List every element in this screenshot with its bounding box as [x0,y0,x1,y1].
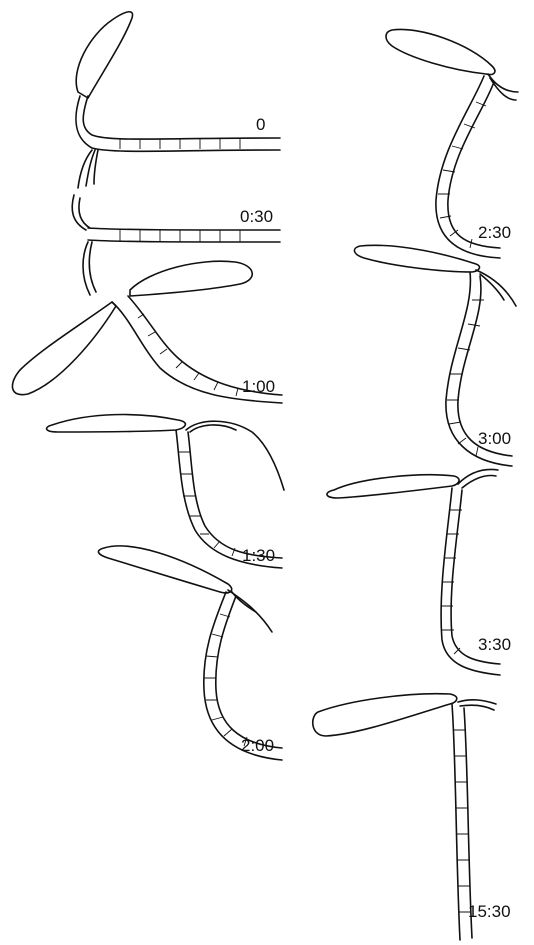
cotyledon [76,12,132,98]
cotyledon [327,475,459,498]
seedling-stage-2-30: 2:30 [386,29,518,258]
cotyledon [47,415,186,432]
shoot-tip [460,705,494,710]
seedling-stage-2-00: 2:00 [98,546,282,760]
seedling-stage-1-30: 1:30 [47,415,284,568]
hypocotyl-edge [83,96,280,139]
hypocotyl-ticks [120,230,240,242]
shoot-tip [458,700,496,704]
cotyledon [386,29,495,74]
seedling-stage-3-30: 3:30 [327,470,511,675]
hypocotyl-edge [88,228,280,230]
hypocotyl-edge [452,704,460,940]
seedling-stage-0: 0 [76,12,280,188]
time-label-1-30: 1:30 [242,546,275,565]
time-label-0: 0 [256,115,265,134]
shoot-tip [186,421,284,490]
cotyledon [12,302,116,395]
time-label-0-30: 0:30 [240,207,273,226]
shoot-tip [89,242,96,292]
hypocotyl-edge [76,96,280,151]
cotyledon [130,261,252,296]
hypocotyl-ticks [120,139,240,149]
shoot-tip [190,425,236,432]
time-label-15-30: 15:30 [468,902,511,921]
hypocotyl-edge [216,596,282,748]
time-label-3-30: 3:30 [478,635,511,654]
hypocotyl-edge [88,240,280,242]
seedling-stage-1-00: 1:00 [12,261,282,403]
shoot-tip [480,274,504,300]
seedling-stage-3-00: 3:00 [354,245,516,466]
time-label-1-00: 1:00 [242,377,275,396]
shoot-tip [458,470,498,484]
shoot-tip [79,198,90,228]
shoot-tip [94,150,98,184]
cotyledon [313,694,457,736]
cotyledon [98,546,231,593]
time-label-2-00: 2:00 [241,736,274,755]
seedling-stage-15-30: 15:30 [313,694,511,940]
time-label-2-30: 2:30 [478,223,511,242]
time-label-3-00: 3:00 [478,429,511,448]
